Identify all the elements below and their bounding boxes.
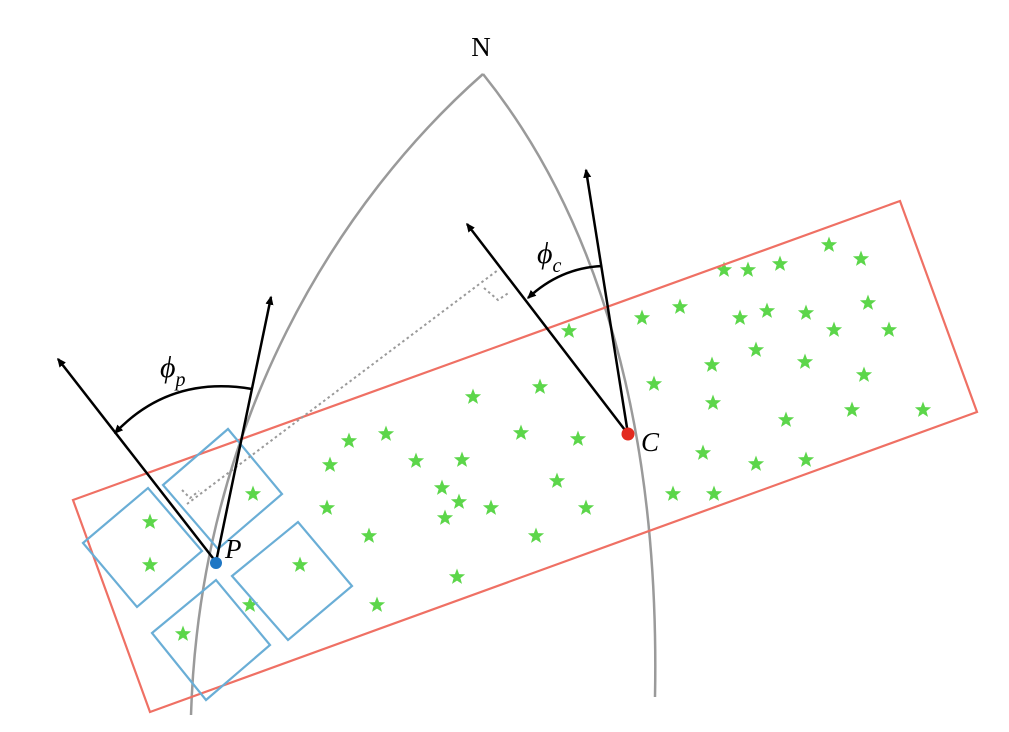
star-icon: [843, 401, 861, 417]
star-icon: [771, 255, 789, 271]
detector-square: [150, 578, 272, 702]
star-icon: [914, 401, 932, 417]
star-icon: [527, 527, 545, 543]
star-icon: [758, 302, 776, 318]
phi-c-subscript: c: [553, 255, 562, 277]
phi-p-label: ϕp: [160, 351, 186, 391]
star-icon: [747, 341, 765, 357]
star-icon: [141, 513, 159, 529]
star-icon: [291, 556, 309, 572]
star-icon: [433, 479, 451, 495]
perpendicular-line: [181, 269, 511, 505]
star-icon: [548, 472, 566, 488]
point-c-label: C: [641, 427, 660, 457]
star-icon: [633, 309, 651, 325]
star-icon: [436, 509, 454, 525]
star-icon: [448, 568, 466, 584]
star-icon: [377, 425, 395, 441]
star-icon: [464, 388, 482, 404]
meridian-arc-c: [482, 73, 657, 698]
star-icon: [450, 493, 468, 509]
star-icon: [715, 261, 733, 277]
direction-arrows: [57, 168, 630, 563]
star-icon: [852, 250, 870, 266]
star-icon: [241, 596, 259, 612]
star-icon: [512, 424, 530, 440]
perpendicular-dotted-line: [186, 269, 499, 505]
star-icon: [360, 527, 378, 543]
detector-square: [81, 486, 204, 609]
p-pointing-axis-arrow: [57, 357, 217, 563]
star-icon: [747, 455, 765, 471]
phi-symbol: ϕ: [537, 237, 553, 270]
north-pole-label: N: [471, 32, 491, 62]
detector-square: [161, 427, 284, 551]
star-icon: [141, 556, 159, 572]
star-icon: [340, 432, 358, 448]
star-icon: [368, 596, 386, 612]
point-p-label: P: [224, 534, 242, 564]
point-p-marker: [210, 557, 222, 569]
phi-c-angle-arc-arrow: [527, 264, 603, 299]
star-icon: [797, 304, 815, 320]
p-local-north-arrow: [214, 295, 274, 563]
star-icon: [777, 411, 795, 427]
star-icon: [705, 485, 723, 501]
star-icon: [825, 321, 843, 337]
star-icon: [796, 353, 814, 369]
star-icon: [482, 499, 500, 515]
star-icon: [645, 375, 663, 391]
star-icon: [671, 298, 689, 314]
detector-array: [81, 427, 354, 702]
phi-c-label: ϕc: [537, 237, 562, 277]
star-icon: [703, 356, 721, 372]
star-icon: [664, 485, 682, 501]
point-c-marker: [621, 427, 635, 441]
detector-square: [230, 520, 354, 642]
star-icon: [560, 322, 578, 338]
right-angle-marker: [181, 489, 200, 500]
star-icon: [731, 309, 749, 325]
star-icon: [321, 456, 339, 472]
c-pointing-axis-arrow: [466, 222, 629, 435]
star-icon: [855, 366, 873, 382]
star-icon: [453, 451, 471, 467]
star-icon: [531, 378, 549, 394]
star-icon: [704, 394, 722, 410]
star-icon: [797, 451, 815, 467]
star-icon: [407, 452, 425, 468]
star-icon: [880, 321, 898, 337]
star-field: [141, 236, 932, 641]
star-icon: [569, 430, 587, 446]
phi-p-subscript: p: [174, 369, 186, 391]
star-icon: [694, 444, 712, 460]
field-footprint-rectangle: [71, 199, 979, 714]
star-icon: [859, 294, 877, 310]
right-angle-marker: [483, 287, 511, 302]
star-icon: [820, 236, 838, 252]
star-icon: [739, 261, 757, 277]
phi-p-angle-arc-arrow: [114, 385, 253, 434]
meridian-arc-p: [189, 73, 484, 716]
star-icon: [318, 499, 336, 515]
star-icon: [174, 625, 192, 641]
c-local-north-arrow: [583, 168, 630, 435]
star-icon: [577, 499, 595, 515]
phi-symbol: ϕ: [160, 351, 176, 384]
star-icon: [244, 485, 262, 501]
